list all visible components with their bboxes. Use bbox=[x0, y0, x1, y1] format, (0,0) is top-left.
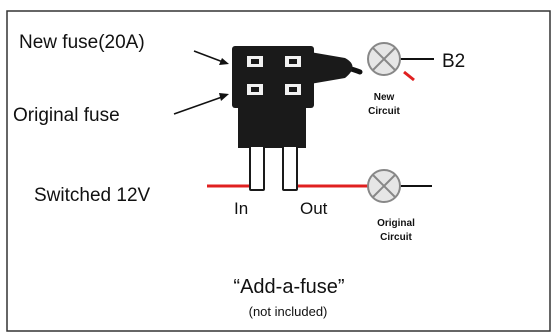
new-fuse-arrow bbox=[193, 50, 229, 65]
original-circuit-label-line2: Circuit bbox=[380, 232, 412, 243]
original-circuit-bulb bbox=[367, 169, 401, 203]
original-fuse-slot-right-inner bbox=[289, 87, 297, 92]
caption-title: “Add-a-fuse” bbox=[233, 276, 344, 298]
original-fuse-label: Original fuse bbox=[13, 105, 120, 126]
original-fuse-arrow bbox=[173, 93, 229, 115]
new-circuit-label-line1: New bbox=[374, 92, 395, 103]
new-fuse-label: New fuse(20A) bbox=[19, 32, 145, 53]
add-a-fuse-device bbox=[232, 46, 353, 191]
new-circuit-wire-red bbox=[403, 70, 415, 82]
caption-subtitle: (not included) bbox=[249, 304, 328, 319]
out-leg bbox=[282, 145, 298, 191]
new-fuse-slot-left-inner bbox=[251, 59, 259, 64]
wire-boot bbox=[310, 52, 353, 84]
in-label: In bbox=[234, 199, 248, 218]
in-leg bbox=[249, 145, 265, 191]
new-circuit-label-line2: Circuit bbox=[368, 106, 400, 117]
new-fuse-slot-right-inner bbox=[289, 59, 297, 64]
fuse-holder bbox=[232, 46, 314, 108]
new-circuit-bulb bbox=[367, 42, 401, 76]
fuse-body bbox=[238, 104, 306, 148]
switched-12v-label: Switched 12V bbox=[34, 185, 151, 206]
original-circuit-label-line1: Original bbox=[377, 218, 415, 229]
out-label: Out bbox=[300, 199, 328, 218]
diagram-frame bbox=[6, 10, 551, 332]
original-fuse-slot-left-inner bbox=[251, 87, 259, 92]
b2-label: B2 bbox=[442, 51, 465, 72]
